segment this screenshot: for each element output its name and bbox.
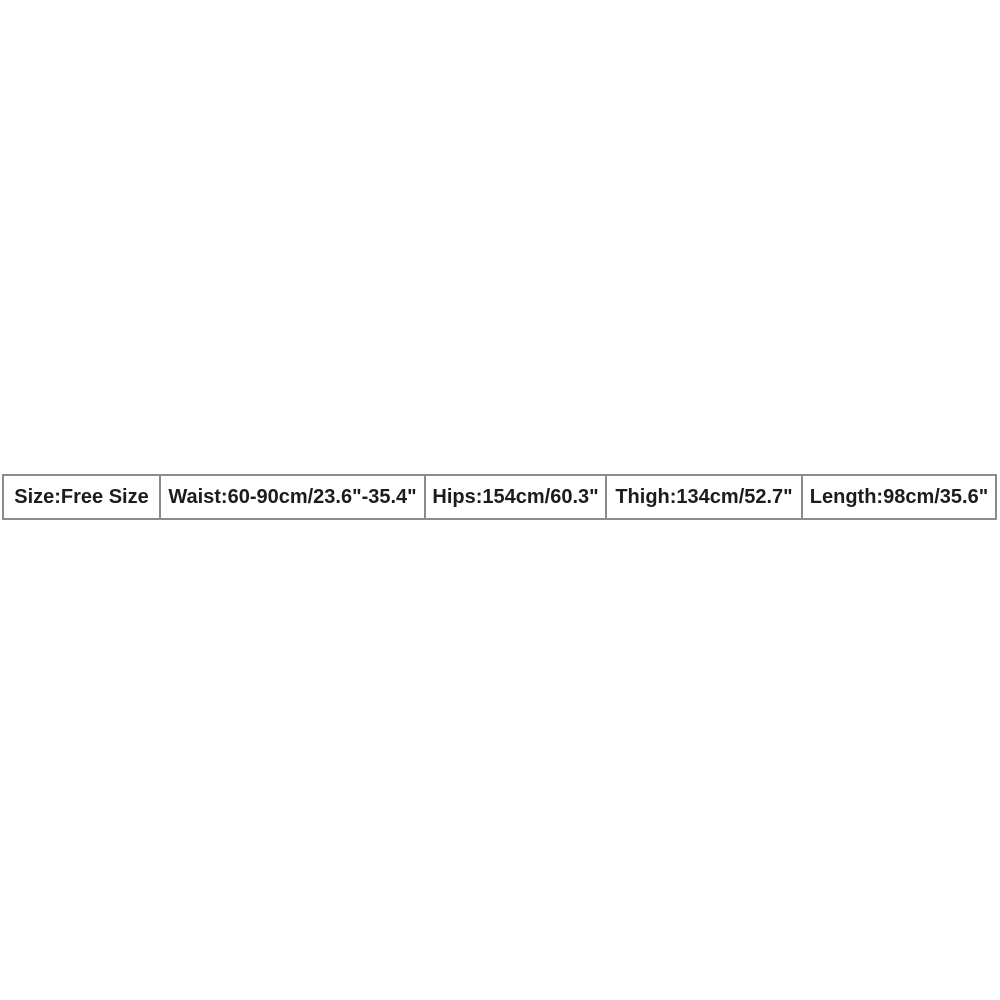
- size-chart-cell-hips: Hips:154cm/60.3": [426, 474, 607, 520]
- size-chart-cell-length: Length:98cm/35.6": [803, 474, 997, 520]
- size-chart-table: Size:Free Size Waist:60-90cm/23.6"-35.4"…: [2, 474, 997, 520]
- size-chart-cell-size: Size:Free Size: [2, 474, 161, 520]
- size-chart-cell-waist: Waist:60-90cm/23.6"-35.4": [161, 474, 426, 520]
- size-chart-cell-thigh: Thigh:134cm/52.7": [607, 474, 803, 520]
